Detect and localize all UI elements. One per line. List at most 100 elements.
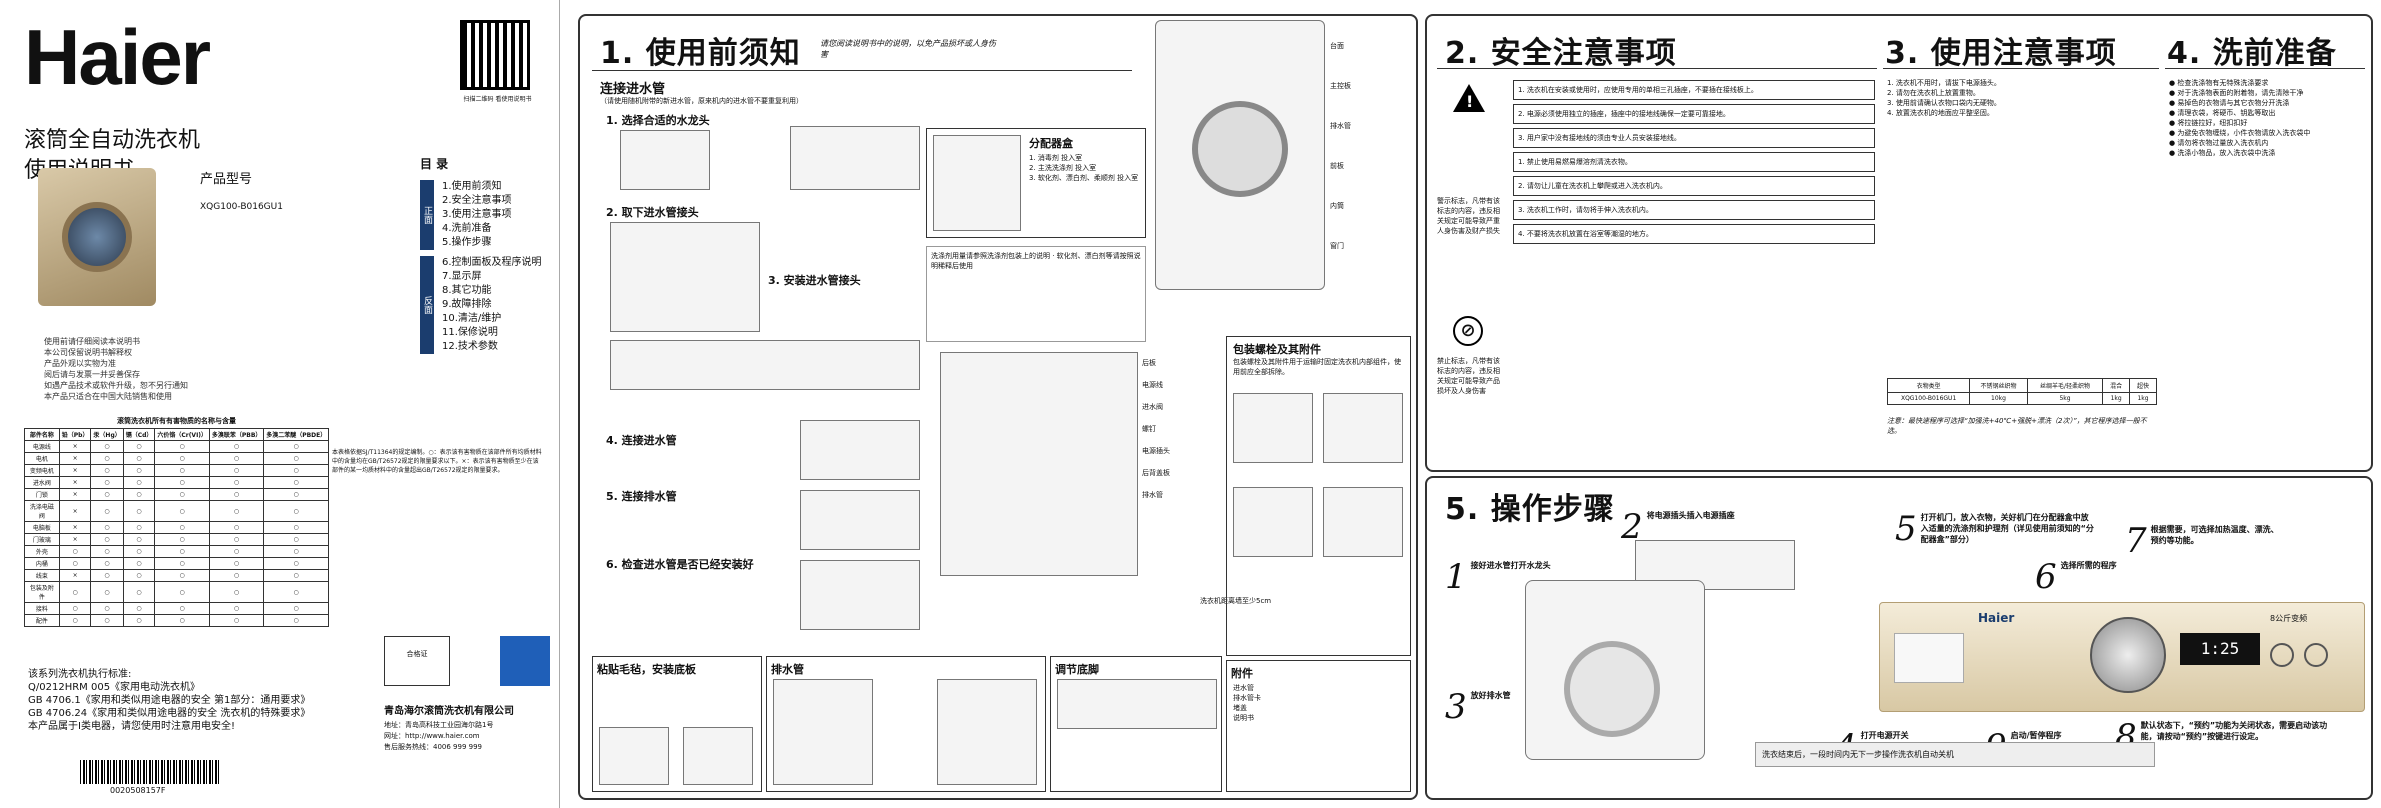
toc-item: 9.故障排除 bbox=[442, 299, 492, 310]
table-cell: 包装及附件 bbox=[24, 581, 60, 603]
safety-paragraph: 3. 用户家中没有接地线的须由专业人员安装接地线。 bbox=[1513, 128, 1875, 148]
bolt-step-1 bbox=[1233, 393, 1313, 463]
table-cell: ○ bbox=[154, 464, 210, 477]
door-icon bbox=[62, 202, 132, 272]
product-image bbox=[38, 168, 156, 306]
table-cell: ○ bbox=[263, 533, 329, 546]
table-cell: 配件 bbox=[24, 614, 60, 627]
part-label: 后背盖板 bbox=[1142, 469, 1170, 477]
table-cell: ○ bbox=[122, 500, 156, 522]
table-cell: 接料 bbox=[24, 602, 60, 615]
install-connector-illustration bbox=[610, 340, 920, 390]
section-1-title: 1. 使用前须知 bbox=[600, 36, 801, 71]
prep-item: ● 洗涤小物品，放入洗衣袋中洗涤 bbox=[2169, 149, 2276, 157]
table-row: 变频电机×○○○○○ bbox=[24, 464, 329, 477]
bolt-step-4 bbox=[1323, 487, 1403, 557]
prep-item: ● 将拉链拉好，纽扣扣好 bbox=[2169, 119, 2248, 127]
table-cell: 1kg bbox=[2129, 392, 2157, 405]
table-cell: ○ bbox=[263, 464, 329, 477]
table-cell: ○ bbox=[122, 464, 156, 477]
table-cell: ○ bbox=[58, 581, 92, 603]
cover-note: 如遇产品技术或软件升级，恕不另行通知 bbox=[44, 381, 188, 390]
table-cell: ○ bbox=[154, 440, 210, 453]
table-row: 电机×○○○○○ bbox=[24, 452, 329, 465]
water-title: 连接进水管 bbox=[600, 82, 666, 97]
table-cell: ○ bbox=[263, 614, 329, 627]
table-cell: ○ bbox=[208, 476, 265, 489]
part-label: 排水管 bbox=[1142, 491, 1163, 499]
table-cell: ○ bbox=[154, 521, 210, 534]
prep-item: ● 检查洗涤物有无特殊洗涤要求 bbox=[2169, 79, 2269, 87]
table-header: 多溴二苯醚（PBDE） bbox=[263, 428, 329, 441]
table-cell: ○ bbox=[154, 488, 210, 501]
model-label: 产品型号 bbox=[200, 172, 253, 187]
part-label: 电源插头 bbox=[1142, 447, 1170, 455]
prep-item: ● 为避免衣物缠绕，小件衣物请放入洗衣袋中 bbox=[2169, 129, 2311, 137]
table-cell: ○ bbox=[154, 452, 210, 465]
table-cell: × bbox=[58, 488, 92, 501]
section-1-panel: 1. 使用前须知 请您阅读说明书中的说明，以免产品损坏或人身伤害 连接进水管 （… bbox=[570, 0, 1425, 808]
toc-item: 6.控制面板及程序说明 bbox=[442, 257, 542, 268]
table-cell: ○ bbox=[208, 500, 265, 522]
prep-item: ● 请勿将衣物过量放入洗衣机内 bbox=[2169, 139, 2269, 147]
prohibit-icon: ⊘ bbox=[1453, 316, 1483, 346]
table-header: 汞（Hg） bbox=[90, 428, 124, 441]
sections-2-5-panel: 2. 安全注意事项 警示标志，凡带有该标志的内容，违反相关规定可能导致严重人身伤… bbox=[1425, 0, 2381, 808]
part-label: 主控板 bbox=[1330, 82, 1351, 90]
toc-item: 11.保修说明 bbox=[442, 327, 498, 338]
cover-panel: Haier 滚筒全自动洗衣机 使用说明书 扫描二维码 看使用说明书 产品型号 X… bbox=[0, 0, 560, 808]
standard-line: 该系列洗衣机执行标准: bbox=[28, 669, 132, 680]
prep-item: ● 易掉色的衣物请与其它衣物分开洗涤 bbox=[2169, 99, 2290, 107]
program-knob[interactable] bbox=[2090, 617, 2166, 693]
table-cell: ○ bbox=[122, 569, 156, 582]
table-cell: ○ bbox=[263, 569, 329, 582]
table-row: 门玻璃×○○○○○ bbox=[24, 533, 329, 546]
table-cell: ○ bbox=[208, 464, 265, 477]
power-button[interactable] bbox=[2270, 643, 2294, 667]
table-cell: ○ bbox=[154, 614, 210, 627]
drain-illustration bbox=[800, 490, 920, 550]
table-cell: ○ bbox=[90, 602, 124, 615]
part-label: 螺钉 bbox=[1142, 425, 1156, 433]
check-illustration bbox=[800, 560, 920, 630]
table-cell: ○ bbox=[58, 557, 92, 570]
table-row: 包装及附件○○○○○○ bbox=[24, 581, 329, 603]
bolt-step-2 bbox=[1233, 487, 1313, 557]
step6-title: 6. 检查进水管是否已经安装好 bbox=[606, 558, 754, 571]
table-cell: ○ bbox=[263, 557, 329, 570]
step3-title: 3. 安装进水管接头 bbox=[768, 274, 861, 287]
detergent-drawer-illustration bbox=[933, 135, 1021, 231]
detergent-drawer[interactable] bbox=[1894, 633, 1964, 683]
table-cell: ○ bbox=[263, 521, 329, 534]
front-part-labels: 台面主控板排水管前板内筒窗门 bbox=[1330, 26, 1400, 266]
machine-illustration bbox=[1525, 580, 1705, 760]
feet-section: 调节底脚 bbox=[1050, 656, 1222, 792]
table-cell: ○ bbox=[122, 476, 156, 489]
substance-note: 本表格依据SJ/T11364的规定编制。○：表示该有害物质在该部件所有均质材料中… bbox=[332, 449, 542, 474]
part-label: 排水管 bbox=[1330, 122, 1351, 130]
toc-item: 3.使用注意事项 bbox=[442, 209, 512, 220]
start-pause-button[interactable] bbox=[2304, 643, 2328, 667]
detergent-item: 2. 主洗洗涤剂 投入室 bbox=[1029, 164, 1097, 172]
drain-title: 排水管 bbox=[771, 663, 804, 676]
section-2-title: 2. 安全注意事项 bbox=[1445, 36, 1677, 71]
table-cell: ○ bbox=[208, 440, 265, 453]
faucet-illustration bbox=[620, 130, 710, 190]
section-1-frame bbox=[578, 14, 1418, 800]
table-cell: ○ bbox=[208, 581, 265, 603]
step5-title: 5. 连接排水管 bbox=[606, 490, 677, 503]
table-header: 铅（Pb） bbox=[58, 428, 92, 441]
section-5-title: 5. 操作步骤 bbox=[1445, 492, 1615, 527]
step-number: 5 bbox=[1895, 509, 1917, 549]
table-cell: × bbox=[58, 521, 92, 534]
title-line1: 滚筒全自动洗衣机 bbox=[24, 128, 201, 153]
brand-logo: Haier bbox=[24, 13, 211, 101]
warning-icon bbox=[1453, 84, 1485, 112]
table-row: 进水阀×○○○○○ bbox=[24, 476, 329, 489]
table-cell: ○ bbox=[263, 488, 329, 501]
table-cell: ○ bbox=[154, 602, 210, 615]
qr-code[interactable] bbox=[460, 20, 530, 90]
